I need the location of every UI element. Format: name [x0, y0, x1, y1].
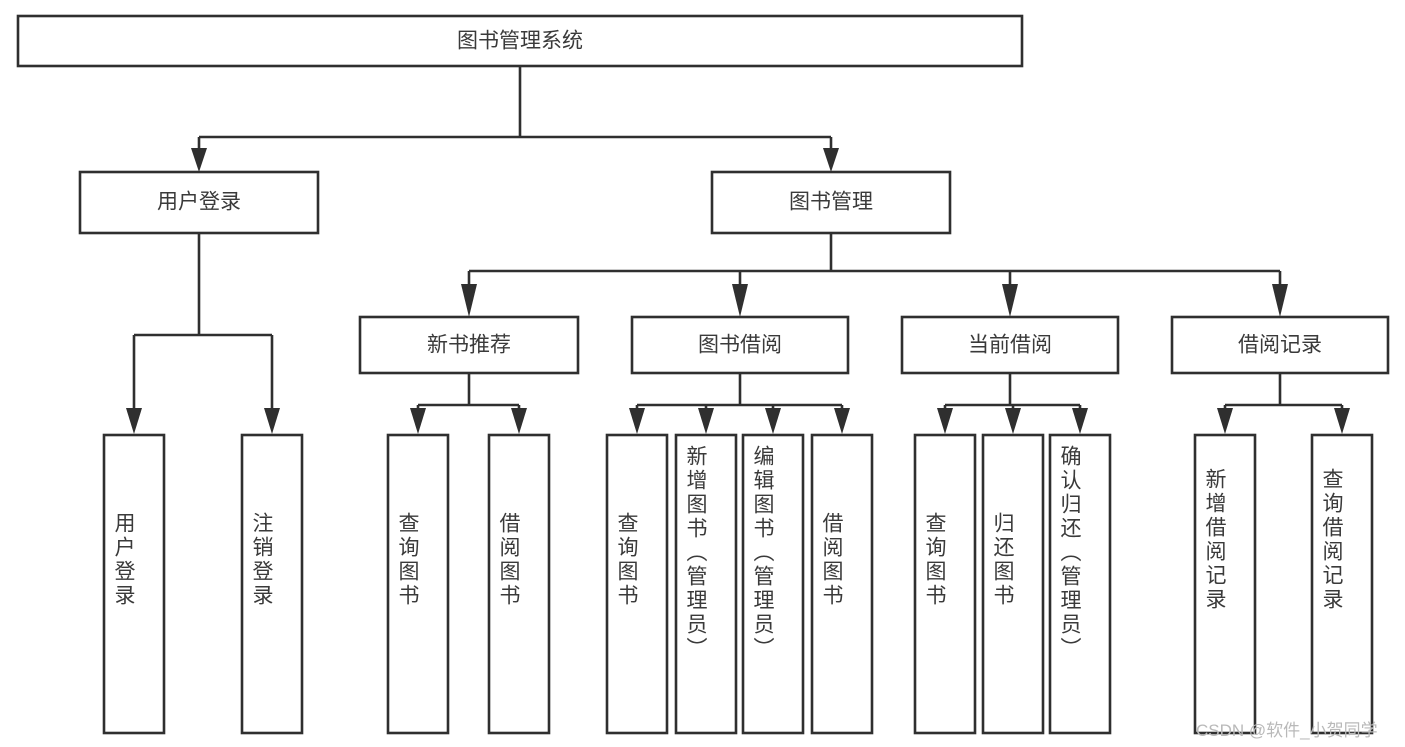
arrow-head-leaf-query-book-3 [937, 408, 953, 434]
node-leaf-add-borrow-record-box[interactable] [1193, 433, 1257, 735]
node-current-borrow-label: 当前借阅 [968, 334, 1052, 357]
node-borrow-record-label: 借阅记录 [1238, 334, 1322, 357]
node-new-book-recommend-label: 新书推荐 [427, 334, 511, 357]
arrow-head-borrow-record [1272, 284, 1288, 317]
node-leaf-add-book-admin-box[interactable] [674, 433, 738, 735]
arrow-head-leaf-logout-login [264, 408, 280, 434]
arrow-head-book-borrow [732, 284, 748, 317]
node-leaf-query-book-3-box[interactable] [913, 433, 977, 735]
arrow-head-leaf-confirm-return-admin [1072, 408, 1088, 434]
arrow-head-leaf-user-login [126, 408, 142, 434]
arrow-head-new-book-recommend [461, 284, 477, 317]
node-leaf-confirm-return-admin-box[interactable] [1048, 433, 1112, 735]
arrow-head-book-management [823, 148, 839, 172]
node-book-management-box[interactable] [710, 170, 952, 235]
arrow-head-leaf-return-book [1005, 408, 1021, 434]
node-current-borrow-box[interactable] [900, 315, 1120, 375]
node-leaf-borrow-book-2-box[interactable] [810, 433, 874, 735]
node-leaf-query-book-2-box[interactable] [605, 433, 669, 735]
node-leaf-edit-book-admin-box[interactable] [741, 433, 805, 735]
node-borrow-record-box[interactable] [1170, 315, 1390, 375]
node-book-management-label: 图书管理 [789, 191, 873, 214]
arrow-head-user-login [191, 148, 207, 172]
connector-layer [126, 66, 1350, 434]
arrow-head-leaf-query-book-1 [410, 408, 426, 434]
node-user-login-box[interactable] [78, 170, 320, 235]
node-root-box[interactable] [16, 14, 1024, 68]
node-leaf-logout-login-box[interactable] [240, 433, 304, 735]
arrow-head-leaf-edit-book-admin [765, 408, 781, 434]
arrow-head-leaf-add-borrow-record [1217, 408, 1233, 434]
node-user-login-label: 用户登录 [157, 191, 241, 214]
node-book-borrow-box[interactable] [630, 315, 850, 375]
arrow-head-leaf-borrow-book-1 [511, 408, 527, 434]
watermark-text: CSDN @软件_小贺同学 [1196, 721, 1378, 740]
node-book-borrow-label: 图书借阅 [698, 334, 782, 357]
node-new-book-recommend-box[interactable] [358, 315, 580, 375]
arrow-head-leaf-add-book-admin [698, 408, 714, 434]
node-root-label: 图书管理系统 [457, 30, 583, 53]
arrow-head-leaf-borrow-book-2 [834, 408, 850, 434]
node-leaf-borrow-book-1-box[interactable] [487, 433, 551, 735]
node-layer: 图书管理系统 用户登录 图书管理 新书推荐 图书借阅 当前借阅 借阅记录 [16, 14, 1390, 735]
arrow-head-leaf-query-borrow-record [1334, 408, 1350, 434]
node-leaf-query-borrow-record-box[interactable] [1310, 433, 1374, 735]
node-leaf-query-book-1-box[interactable] [386, 433, 450, 735]
arrow-head-leaf-query-book-2 [629, 408, 645, 434]
arrow-head-current-borrow [1002, 284, 1018, 317]
node-leaf-return-book-box[interactable] [981, 433, 1045, 735]
node-leaf-user-login-box[interactable] [102, 433, 166, 735]
